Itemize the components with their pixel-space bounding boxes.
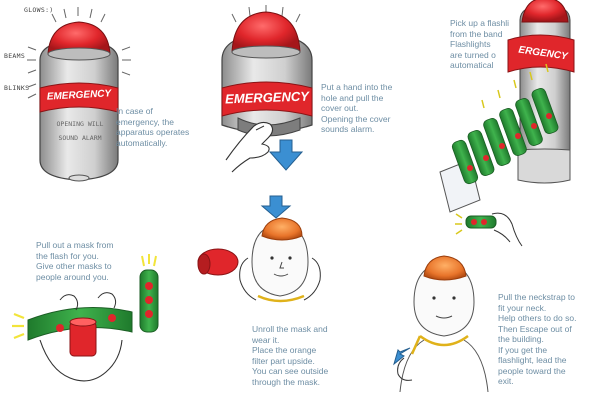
annotation-beams: BEAMS xyxy=(4,52,26,60)
device-step4 xyxy=(12,254,159,382)
device-step1 xyxy=(27,7,131,182)
caption-step1: In case of emergency, the apparatus oper… xyxy=(116,106,190,148)
caption-step4: Pull out a mask from the flash for you. … xyxy=(36,240,114,282)
device-step3 xyxy=(439,0,575,247)
annotation-glows: GLOWS:) xyxy=(24,6,54,14)
device1-body-text-2: SOUND ALARM xyxy=(58,134,102,142)
device1-body-text-1: OPENING WILL xyxy=(56,120,104,128)
caption-step2: Put a hand into the hole and pull the co… xyxy=(321,82,393,134)
caption-step6: Pull the neckstrap to fit your neck. Hel… xyxy=(498,292,577,386)
caption-step5: Unroll the mask and wear it. Place the o… xyxy=(252,324,329,387)
device-step2 xyxy=(221,5,313,173)
caption-step3: Pick up a flashli from the band Flashlig… xyxy=(450,18,510,70)
annotation-blinks: BLINKS xyxy=(4,84,30,92)
device-step5 xyxy=(197,195,321,303)
device-step6 xyxy=(393,255,489,393)
device2-band-label: EMERGENCY xyxy=(224,88,310,107)
